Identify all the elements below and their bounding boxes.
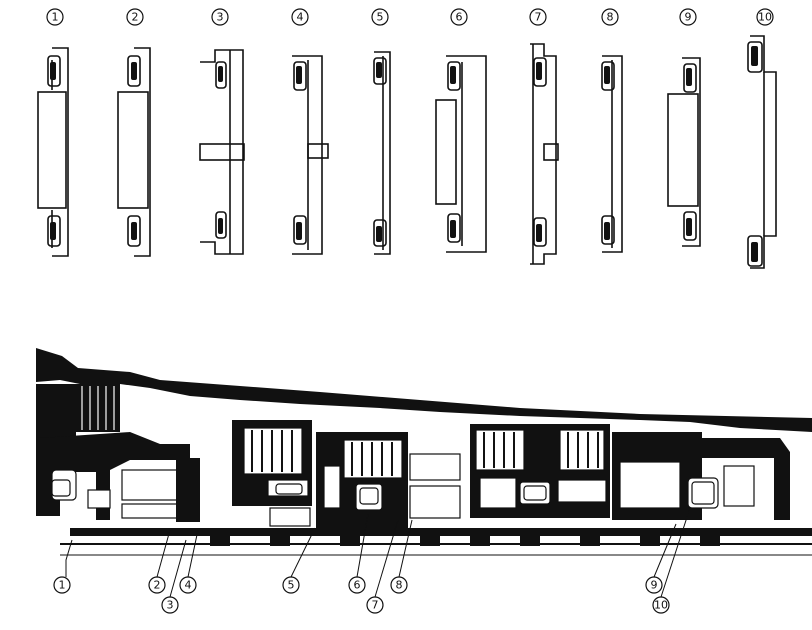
svg-text:6: 6	[456, 11, 463, 24]
clutch-pack-c	[316, 432, 461, 528]
top-label-5: 5	[371, 8, 389, 26]
callouts: 1 2 3 4 5 6 7	[53, 507, 691, 614]
seal-part-10	[747, 35, 777, 269]
svg-text:10: 10	[654, 599, 668, 612]
svg-text:10: 10	[758, 11, 772, 24]
svg-text:6: 6	[354, 579, 361, 592]
svg-text:7: 7	[535, 11, 542, 24]
spring-2	[275, 483, 303, 495]
top-label-3: 3	[211, 8, 229, 26]
svg-text:5: 5	[288, 579, 295, 592]
svg-text:7: 7	[372, 599, 379, 612]
seal-part-1	[37, 47, 69, 257]
callout-10: 10	[652, 596, 670, 614]
clutch-pack-a	[76, 384, 120, 432]
callout-8: 8	[390, 576, 408, 594]
callout-7: 7	[366, 596, 384, 614]
top-label-1: 1	[46, 8, 64, 26]
spring-1	[51, 479, 71, 497]
callout-6: 6	[348, 576, 366, 594]
seal-part-3	[199, 49, 245, 255]
callout-3: 3	[161, 596, 179, 614]
callout-4: 4	[179, 576, 197, 594]
top-label-9: 9	[679, 8, 697, 26]
top-label-2: 2	[126, 8, 144, 26]
svg-text:3: 3	[217, 11, 224, 24]
seal-part-2	[117, 47, 151, 257]
svg-text:2: 2	[154, 579, 161, 592]
spring-5	[691, 481, 715, 505]
callout-5: 5	[282, 576, 300, 594]
assembly-cross-section	[36, 348, 812, 556]
seal-part-7	[530, 43, 559, 265]
shaft-splines	[210, 536, 720, 546]
seal-part-9	[667, 57, 701, 247]
svg-text:4: 4	[297, 11, 304, 24]
seal-part-6	[435, 55, 487, 253]
clutch-pack-b	[232, 420, 312, 527]
callout-1: 1	[53, 576, 71, 594]
svg-text:1: 1	[59, 579, 66, 592]
svg-text:9: 9	[685, 11, 692, 24]
callout-2: 2	[148, 576, 166, 594]
svg-text:4: 4	[185, 579, 192, 592]
clutch-pack-d	[470, 424, 610, 518]
top-label-6: 6	[450, 8, 468, 26]
svg-text:5: 5	[377, 11, 384, 24]
top-label-10: 10	[756, 8, 774, 26]
callout-9: 9	[645, 576, 663, 594]
seal-part-4	[292, 55, 329, 255]
spring-3	[359, 487, 379, 505]
svg-text:8: 8	[396, 579, 403, 592]
top-label-4: 4	[291, 8, 309, 26]
spring-4	[523, 485, 547, 501]
seal-part-8	[601, 55, 623, 253]
seal-part-5	[373, 51, 391, 255]
svg-text:8: 8	[607, 11, 614, 24]
top-label-7: 7	[529, 8, 547, 26]
svg-text:1: 1	[52, 11, 59, 24]
svg-text:3: 3	[167, 599, 174, 612]
exploded-parts-row: 1 2 3 4 5 6 7 8	[37, 8, 777, 269]
top-label-8: 8	[601, 8, 619, 26]
svg-text:9: 9	[651, 579, 658, 592]
svg-text:2: 2	[132, 11, 139, 24]
